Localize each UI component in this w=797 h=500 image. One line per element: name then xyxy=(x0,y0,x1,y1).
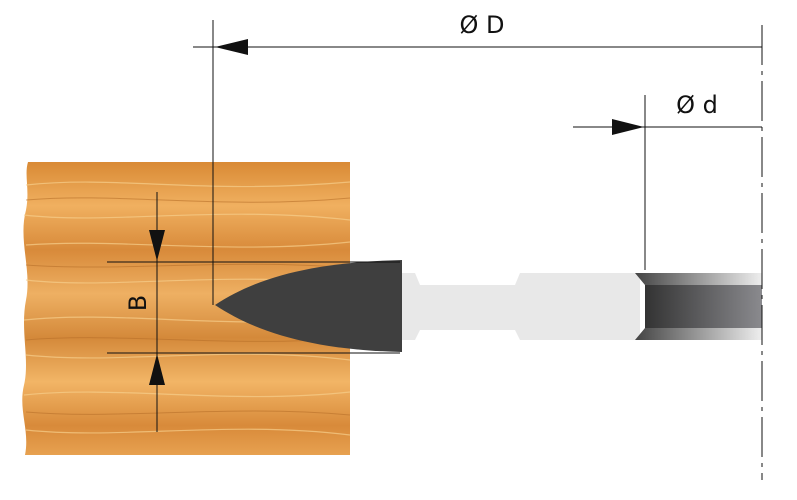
arrow-down-icon xyxy=(149,230,165,261)
cutting-tooth xyxy=(215,260,402,352)
cutter-body xyxy=(402,273,640,340)
outer-diameter-label: Ø D xyxy=(460,11,505,39)
bore-diameter-label: Ø d xyxy=(676,91,718,119)
dimension-arrows xyxy=(149,39,644,385)
bore-section xyxy=(635,273,762,340)
cut-width-label: B xyxy=(124,295,152,311)
arrow-right-icon xyxy=(612,119,644,135)
arrow-up-icon xyxy=(149,354,165,385)
arrow-left-icon xyxy=(215,39,248,55)
